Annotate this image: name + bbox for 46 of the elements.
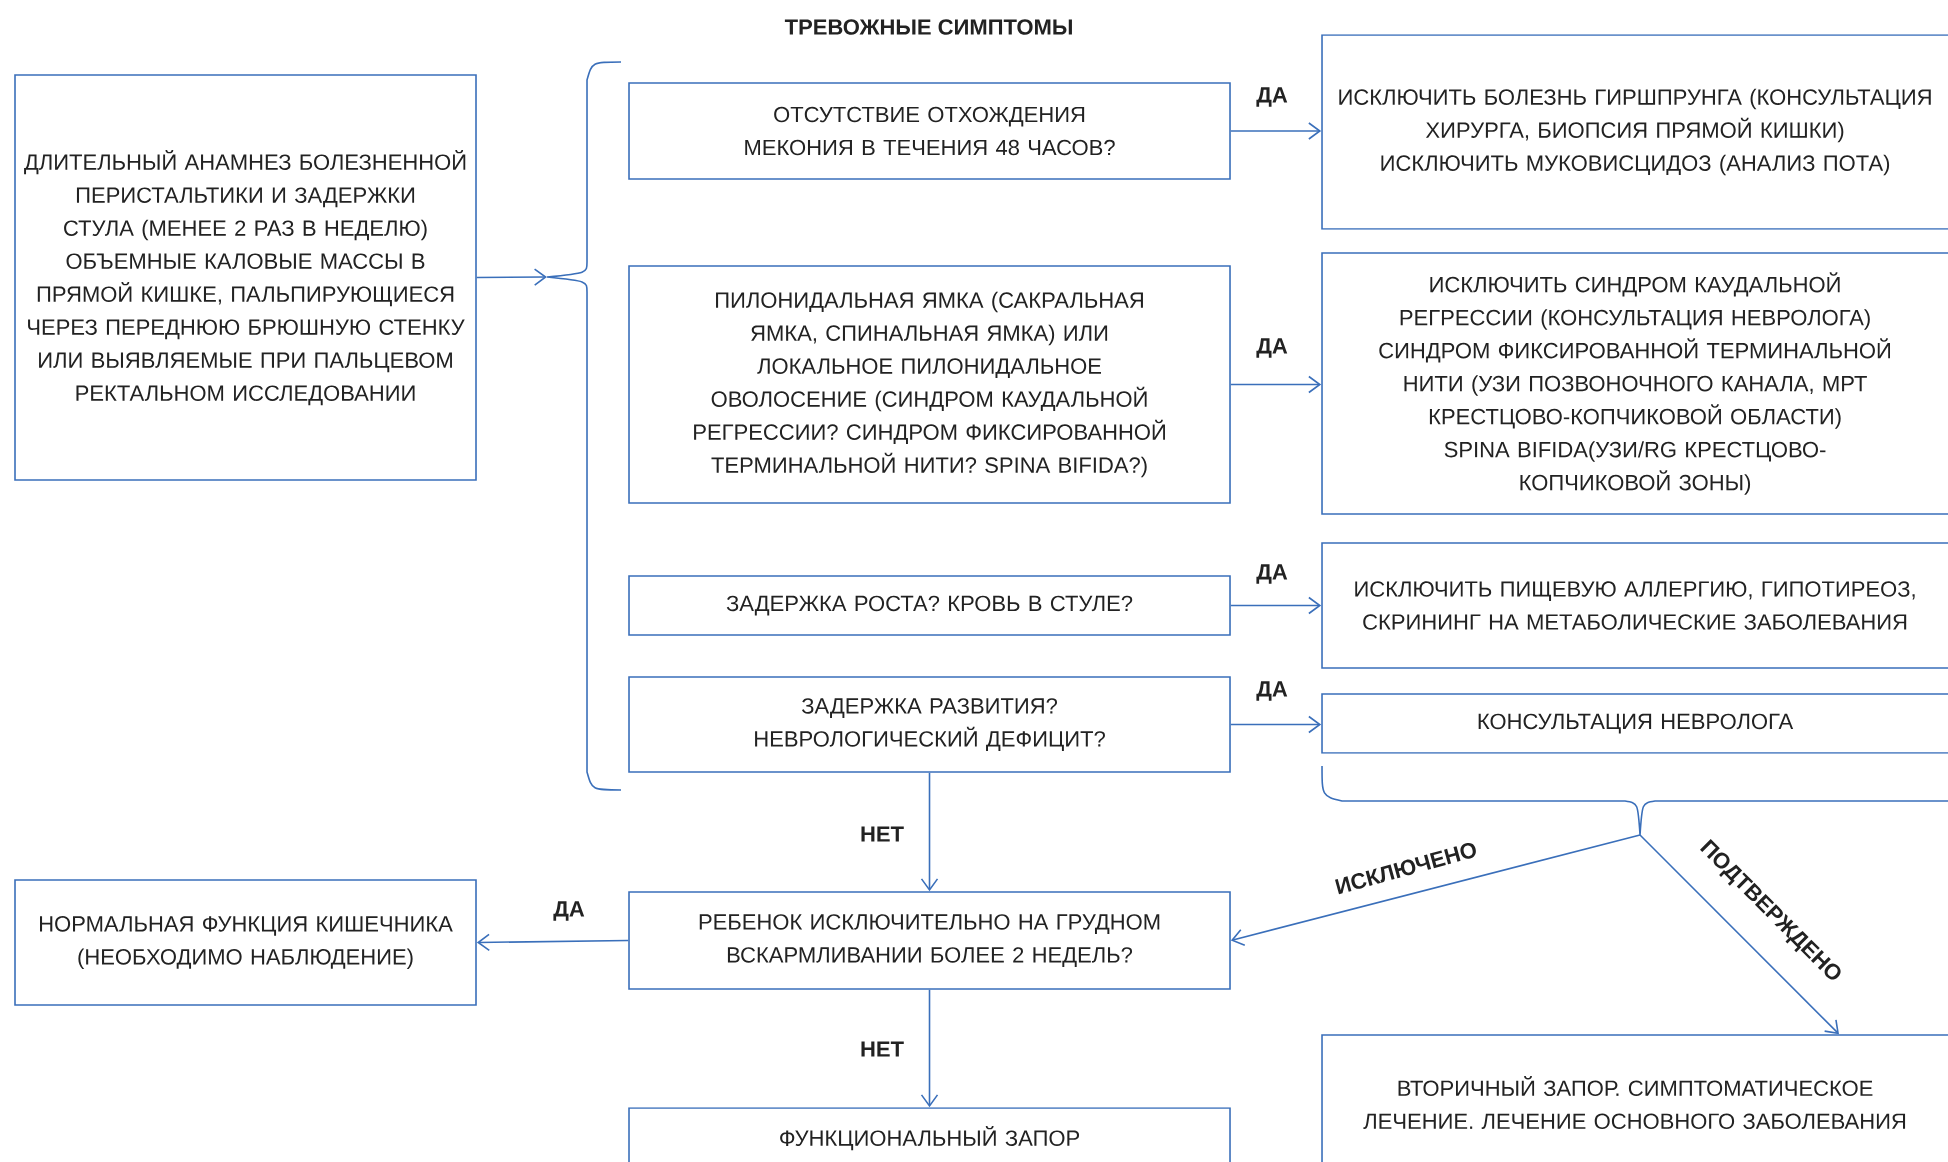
edge-label: ДА <box>1256 87 1288 107</box>
process-box <box>628 265 1231 504</box>
process-box <box>14 74 477 481</box>
arrow <box>1230 375 1322 394</box>
arrow <box>1230 122 1322 140</box>
edge-label: НЕТ <box>861 1041 904 1057</box>
arrow <box>1230 834 1641 946</box>
edge-label: НЕТ <box>861 826 904 842</box>
arrow <box>1230 596 1322 615</box>
box-text: ПИЛОНИДАЛЬНАЯ ЯМКА (САКРАЛЬНАЯ ЯМКА, СПИНАЛЬНАЯ ЯМКА) ИЛИ ЛОКАЛЬНОЕ ПИЛОНИДАЛЬНОЕ ОВОЛОСЕНИЕ (СИНДРОМ КАУДАЛЬНОЙ РЕГРЕССИИ? СИНДРОМ ФИКСИРОВАННОЙ ТЕРМИНАЛЬНОЙ НИТИ? SPINA BIFIDA?) <box>694 291 1165 478</box>
box-text: ДЛИТЕЛЬНЫЙ АНАМНЕЗ БОЛЕЗНЕННОЙ ПЕРИСТАЛЬТИКИ И ЗАДЕРЖКИ СТУЛА (МЕНЕЕ 2 РАЗ В НЕДЕЛЮ) ОБЪЕМНЫЕ КАЛОВЫЕ МАССЫ В ПРЯМОЙ КИШКЕ, ПАЛЬПИРУЮЩИЕСЯ ЧЕРЕЗ ПЕРЕДНЮЮ БРЮШНУЮ СТЕНКУ ИЛИ ВЫЯВЛЯЕМЫЕ ПРИ ПАЛЬЦЕВОМ РЕКТАЛЬНОМ ИССЛЕДОВАНИИ <box>24 149 466 406</box>
process-box <box>1321 693 1948 754</box>
box-text: ИСКЛЮЧИТЬ БОЛЕЗНЬ ГИРШПРУНГА (КОНСУЛЬТАЦИЯ ХИРУРГА, БИОПСИЯ ПРЯМОЙ КИШКИ) ИСКЛЮЧИТЬ МУКОВИСЦИДОЗ (АНАЛИЗ ПОТА) <box>1339 88 1931 176</box>
box-text: РЕБЕНОК ИСКЛЮЧИТЕЛЬНО НА ГРУДНОМ ВСКАРМЛИВАНИИ БОЛЕЕ 2 НЕДЕЛЬ? <box>699 914 1160 967</box>
box-text: ИСКЛЮЧИТЬ ПИЩЕВУЮ АЛЛЕРГИЮ, ГИПОТИРЕОЗ, СКРИНИНГ НА МЕТАБОЛИЧЕСКИЕ ЗАБОЛЕВАНИЯ <box>1355 581 1915 630</box>
box-text: ИСКЛЮЧИТЬ СИНДРОМ КАУДАЛЬНОЙ РЕГРЕССИИ (КОНСУЛЬТАЦИЯ НЕВРОЛОГА) СИНДРОМ ФИКСИРОВАННОЙ ТЕРМИНАЛЬНОЙ НИТИ (УЗИ ПОЗВОНОЧНОГО КАНАЛА, МРТ КРЕСТЦОВО-КОПЧИКОВОЙ ОБЛАСТИ) SPINA BIFIDA(УЗИ/RG КРЕСТЦОВО-КОПЧИКОВОЙ ЗОНЫ) <box>1379 272 1890 495</box>
process-box <box>1321 34 1948 230</box>
arrow <box>920 989 939 1108</box>
box-text: КОНСУЛЬТАЦИЯ НЕВРОЛОГА <box>1478 713 1794 734</box>
process-box <box>628 82 1231 180</box>
arrow <box>1639 834 1840 1035</box>
process-box <box>1321 1034 1948 1162</box>
box-text: ОТСУТСТВИЕ ОТХОЖДЕНИЯ МЕКОНИЯ В ТЕЧЕНИЯ 48 ЧАСОВ? <box>745 106 1115 156</box>
arrow <box>476 933 629 952</box>
process-box <box>628 891 1231 990</box>
box-text: ФУНКЦИОНАЛЬНЫЙ ЗАПОР <box>780 1125 1080 1151</box>
brace <box>546 61 622 791</box>
arrow <box>920 772 939 892</box>
process-box <box>628 1107 1231 1162</box>
heading: ТРЕВОЖНЫЕ СИМПТОМЫ <box>784 19 1072 35</box>
arrow <box>476 268 547 286</box>
process-box <box>1321 542 1948 669</box>
process-box <box>628 676 1231 773</box>
edge-label: ДА <box>1256 338 1288 358</box>
process-box <box>14 879 477 1006</box>
edge-label: ДА <box>1256 564 1288 584</box>
brace <box>1321 765 1948 836</box>
process-box <box>628 575 1231 636</box>
box-text: НОРМАЛЬНАЯ ФУНКЦИЯ КИШЕЧНИКА (НЕОБХОДИМО НАБЛЮДЕНИЕ) <box>40 916 453 969</box>
box-text: ВТОРИЧНЫЙ ЗАПОР. СИМПТОМАТИЧЕСКОЕ ЛЕЧЕНИЕ. ЛЕЧЕНИЕ ОСНОВНОГО ЗАБОЛЕВАНИЯ <box>1363 1075 1906 1130</box>
arrow <box>1230 715 1322 734</box>
edge-label: ДА <box>553 901 585 921</box>
process-box <box>1321 252 1948 515</box>
box-text: ЗАДЕРЖКА РАЗВИТИЯ? НЕВРОЛОГИЧЕСКИЙ ДЕФИЦИТ? <box>755 698 1105 751</box>
box-text: ЗАДЕРЖКА РОСТА? КРОВЬ В СТУЛЕ? <box>726 595 1133 616</box>
edge-label: ДА <box>1256 681 1288 701</box>
